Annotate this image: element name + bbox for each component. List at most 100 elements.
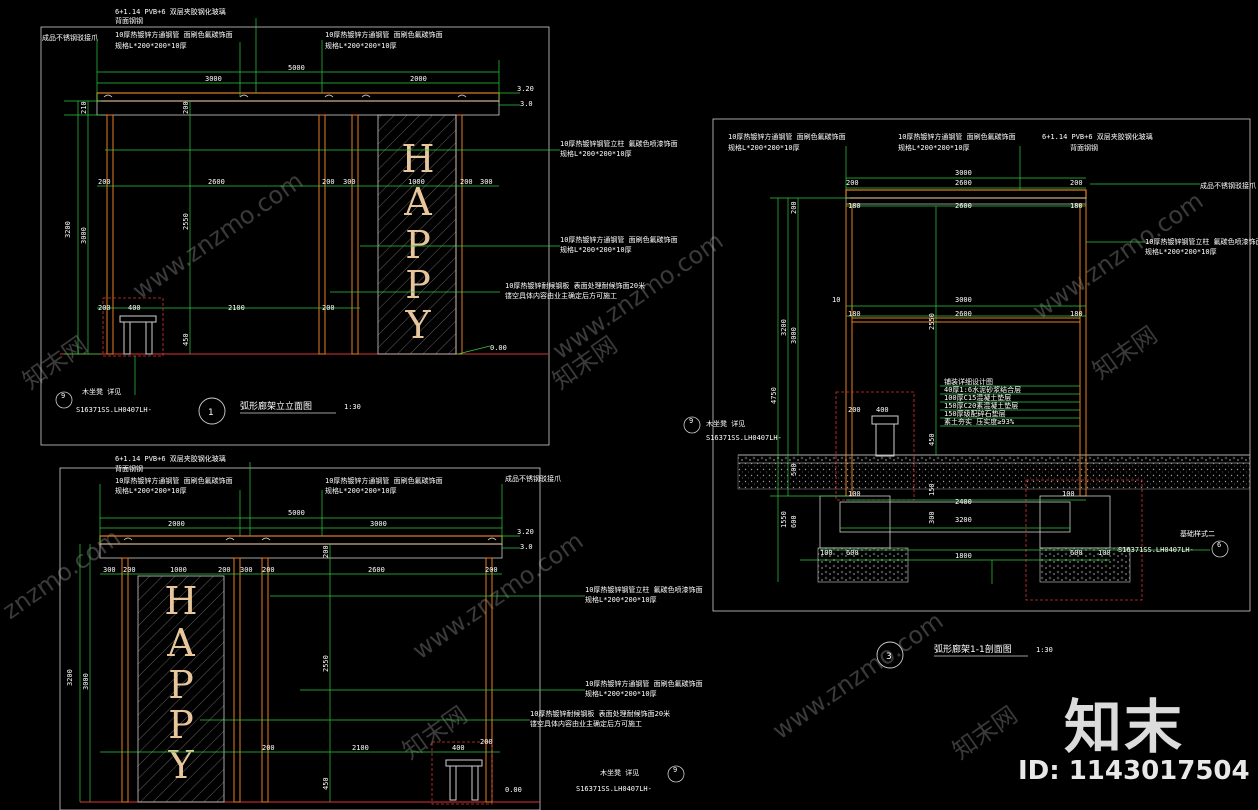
- dim-vertical: 200: [182, 101, 190, 114]
- dim-vertical: 210: [80, 101, 88, 114]
- watermark-brand: 知末网: [947, 701, 1022, 765]
- dim: 1000: [170, 566, 187, 574]
- letter: H: [401, 137, 434, 181]
- letter: H: [164, 579, 197, 623]
- letter: A: [403, 180, 432, 224]
- bench-outline: [431, 741, 493, 805]
- dim: 3000: [205, 75, 222, 83]
- note-anchor: 成品不锈钢驳接爪: [505, 474, 561, 483]
- note-col-b: 规格L*200*200*10厚: [560, 149, 632, 158]
- drawing-title: 弧形廊架立立面图: [240, 400, 312, 412]
- drawing-scale: 1:30: [1036, 646, 1053, 654]
- dim: 180: [848, 202, 861, 210]
- detail-tag: [683, 416, 701, 434]
- dim: 200: [262, 744, 275, 752]
- elevation-2: H A P P Y: [59, 454, 703, 810]
- note-tube2: 10厚热镀锌方通钢管 面刷色氟碳饰面: [325, 30, 443, 39]
- drawing-number-circle: [876, 641, 904, 669]
- note-tube1: 10厚热镀锌方通钢管 面刷色氟碳饰面: [115, 476, 233, 485]
- dim-vertical: 600: [790, 515, 798, 528]
- note-bench: 木坐凳 详见: [706, 419, 745, 428]
- note-anchor: 成品不锈钢驳接爪: [1200, 181, 1256, 190]
- soil-layer: [737, 462, 1251, 490]
- dim-vertical: 3000: [82, 673, 90, 690]
- note-tube1-b: 规格L*200*200*10厚: [115, 41, 187, 50]
- dim: 180: [848, 310, 861, 318]
- watermark-brand: 知末网: [397, 701, 472, 765]
- dim: 2600: [955, 202, 972, 210]
- detail-tag-num: 9: [689, 417, 693, 425]
- drawing-title: 弧形廊架1-1剖面图: [934, 643, 1012, 655]
- detail-tag-num: 9: [673, 766, 677, 774]
- dim: 400: [452, 744, 465, 752]
- note-tube3: 10厚热镀锌方通钢管 面刷色氟碳饰面: [560, 235, 678, 244]
- note-tube1-b: 规格L*200*200*10厚: [115, 486, 187, 495]
- layer-note: 150厚C20素混凝土垫层: [944, 401, 1018, 410]
- foundation-ref: S16371SS.LH0407LH-: [1118, 546, 1194, 554]
- note-glass-b: 背面钢钢: [115, 16, 143, 25]
- dim: 10: [832, 296, 840, 304]
- note-glass: 6+1.14 PVB+6 双层夹胶钢化玻璃: [1042, 132, 1153, 141]
- dim: 300: [240, 566, 253, 574]
- drawing-number: 3: [886, 652, 892, 662]
- dim-vertical: 500: [790, 463, 798, 476]
- note-tube2-b: 规格L*200*200*10厚: [898, 143, 970, 152]
- corten-panel: [137, 575, 225, 803]
- note-tube3: 10厚热镀锌方通钢管 面刷色氟碳饰面: [585, 679, 703, 688]
- watermark-brand: 知末网: [1087, 321, 1162, 385]
- dim: 2000: [168, 520, 185, 528]
- happy-letters: H A P P Y: [401, 137, 434, 347]
- dim-vertical: 4750: [770, 387, 778, 404]
- detail-tag: [667, 765, 685, 783]
- dim: 3.0: [520, 100, 533, 108]
- note-tube3-b: 规格L*200*200*10厚: [585, 689, 657, 698]
- dim: 200: [846, 179, 859, 187]
- dim: 3000: [370, 520, 387, 528]
- dim: 200: [98, 304, 111, 312]
- sheet-frame: [712, 118, 1251, 612]
- dim: 5000: [288, 64, 305, 72]
- dim: 200: [218, 566, 231, 574]
- brand-logo: 知末: [1064, 693, 1185, 761]
- detail-tag-num: 9: [61, 392, 65, 400]
- dim: 200: [480, 738, 493, 746]
- note-bench: 木坐凳 详见: [82, 387, 121, 396]
- dim-vertical: 2550: [322, 655, 330, 672]
- dim: 2600: [368, 566, 385, 574]
- note-corten-b: 镂空具体内容由业主确定后方可施工: [505, 291, 617, 300]
- dim: 1000: [408, 178, 425, 186]
- note-tube1: 10厚热镀锌方通钢管 面刷色氟碳饰面: [115, 30, 233, 39]
- dim-vertical: 3000: [80, 227, 88, 244]
- watermark-brand: 知末网: [17, 331, 92, 395]
- dim-vertical: 450: [928, 433, 936, 446]
- note-tube1-b: 规格L*200*200*10厚: [728, 143, 800, 152]
- dim: 200: [123, 566, 136, 574]
- letter: Y: [404, 303, 431, 347]
- dim-vertical: 2550: [182, 213, 190, 230]
- dim: 200: [1070, 179, 1083, 187]
- letter: P: [168, 703, 194, 747]
- dim: 1800: [955, 552, 972, 560]
- dim-vertical: 300: [928, 511, 936, 524]
- note-corten: 10厚热镀锌耐候钢板 表面处理耐候饰面20米: [505, 281, 645, 290]
- dim: 180: [1070, 202, 1083, 210]
- dim: 5000: [288, 509, 305, 517]
- dim: 2400: [955, 498, 972, 506]
- note-bench: 木坐凳 详见: [600, 768, 639, 777]
- dim: 2100: [352, 744, 369, 752]
- roof-beam: [99, 535, 503, 545]
- dim: 0.00: [490, 344, 507, 352]
- dim: 300: [343, 178, 356, 186]
- detail-tag: [1211, 540, 1229, 558]
- dim-vertical: 2550: [928, 313, 936, 330]
- dim: 200: [322, 304, 335, 312]
- note-col: 10厚热镀锌钢管立柱 氟碳色喷漆饰面: [560, 139, 678, 148]
- watermark-site: www.znzmo.com: [767, 607, 948, 745]
- dim-vertical: 150: [928, 483, 936, 496]
- dim: 3000: [955, 169, 972, 177]
- dim: 200: [485, 566, 498, 574]
- paving-layer: [737, 454, 1251, 464]
- letter: Y: [167, 743, 194, 787]
- note-glass-b: 背面钢钢: [115, 464, 143, 473]
- roof-glass: [96, 100, 500, 116]
